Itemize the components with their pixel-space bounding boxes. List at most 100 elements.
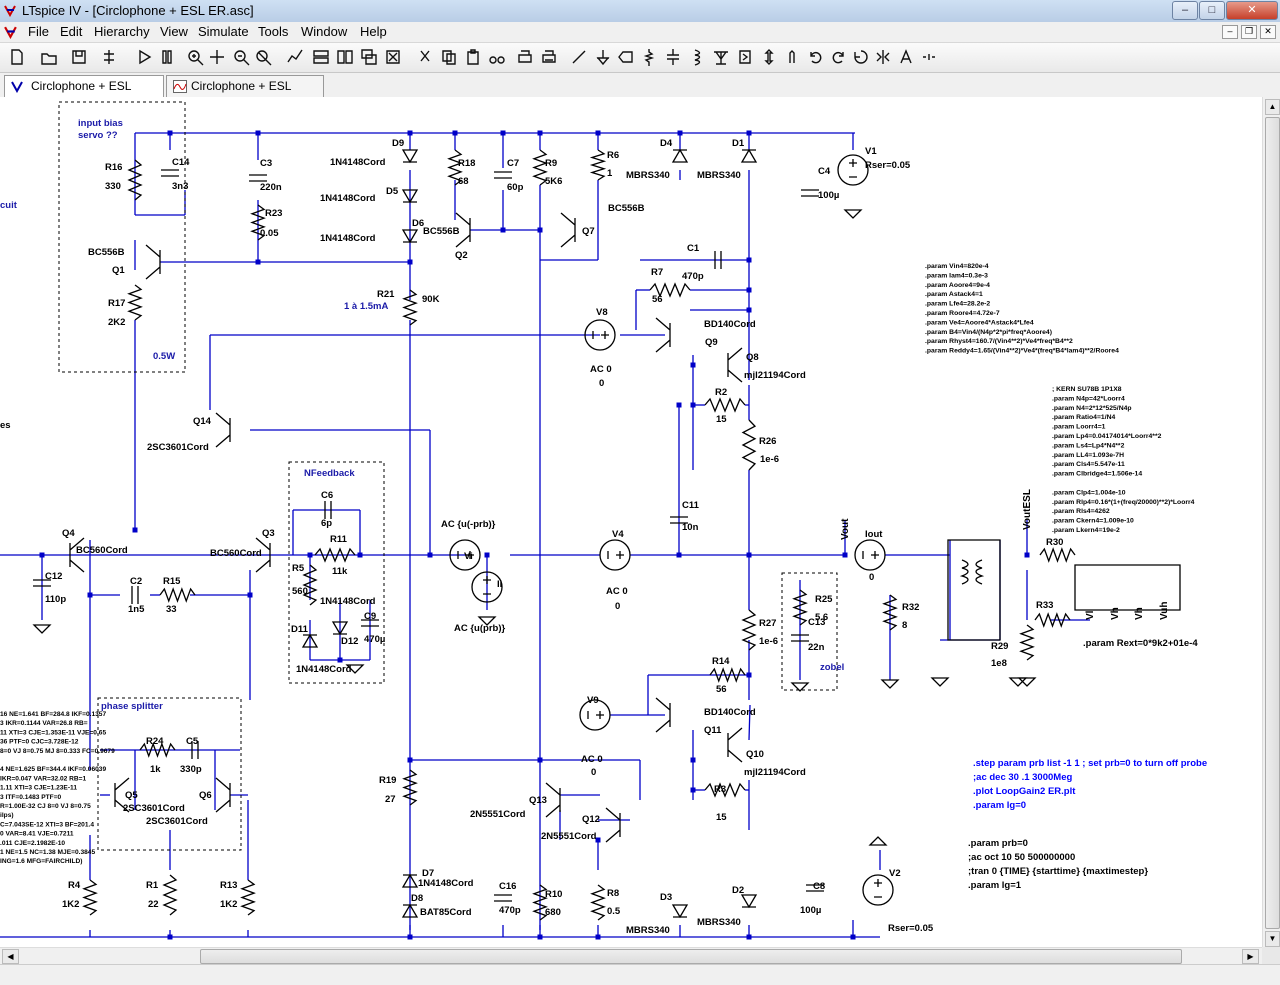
zoom-in-icon[interactable]	[186, 48, 204, 66]
horizontal-scrollbar[interactable]: ◀ ▶	[0, 947, 1262, 965]
schematic-label: R1	[146, 880, 159, 891]
schematic-label: R2	[715, 387, 727, 398]
paste-icon[interactable]	[464, 48, 482, 66]
scroll-right-arrow-icon[interactable]: ▶	[1242, 949, 1259, 964]
mdi-restore-button[interactable]: ❐	[1241, 25, 1257, 39]
diode-icon[interactable]	[712, 48, 730, 66]
rotate-icon[interactable]	[852, 48, 870, 66]
menu-edit[interactable]: Edit	[60, 24, 83, 39]
autorange-icon[interactable]	[286, 48, 304, 66]
schematic-label: 470p	[499, 905, 521, 916]
spice-directive-icon[interactable]	[920, 48, 938, 66]
ltspice-doc-icon[interactable]	[4, 25, 18, 39]
junction-dot	[537, 757, 543, 763]
tab-waveform[interactable]: Circlophone + ESL ER.raw	[166, 75, 324, 113]
junction-dot	[676, 402, 682, 408]
mdi-minimize-button[interactable]: –	[1222, 25, 1238, 39]
schematic-label: AC {u(prb)}	[454, 623, 505, 634]
new-schematic-icon[interactable]	[8, 48, 26, 66]
run-icon[interactable]	[136, 48, 154, 66]
inductor-icon[interactable]	[688, 48, 706, 66]
schematic-label: 22	[148, 899, 159, 910]
label-net-icon[interactable]	[616, 48, 634, 66]
schematic-label: R18	[458, 158, 475, 169]
vertical-scrollbar[interactable]: ▲ ▼	[1262, 97, 1280, 947]
mirror-icon[interactable]	[874, 48, 892, 66]
spice-param-line: .param Rlp4=0.16*(1+(freq/20000)**2)*Loo…	[1052, 499, 1195, 506]
schematic-label: 1	[607, 168, 613, 179]
voltage-source-V1	[837, 154, 869, 186]
print-icon[interactable]	[540, 48, 558, 66]
drag-icon[interactable]	[784, 48, 802, 66]
maximize-button[interactable]: □	[1199, 1, 1225, 20]
transistor-Q5	[114, 777, 130, 813]
scroll-up-arrow-icon[interactable]: ▲	[1265, 99, 1280, 115]
esl-load-box	[1074, 564, 1181, 611]
source-polarity	[587, 711, 604, 719]
junction-dot	[746, 307, 752, 313]
spice-param-line: .param LL4=1.093e-7H	[1052, 452, 1124, 459]
source-polarity	[862, 551, 879, 559]
vertical-scroll-thumb[interactable]	[1265, 117, 1280, 929]
schematic-label: AC {u(-prb)}	[441, 519, 496, 530]
menu-file[interactable]: File	[28, 24, 49, 39]
resistor-R13	[240, 879, 256, 916]
copy-icon[interactable]	[440, 48, 458, 66]
undo-icon[interactable]	[806, 48, 824, 66]
cut-icon[interactable]	[416, 48, 434, 66]
schematic-label: 60p	[507, 182, 524, 193]
mdi-close-button[interactable]: ✕	[1260, 25, 1276, 39]
horizontal-scroll-thumb[interactable]	[200, 949, 1182, 964]
menu-hierarchy[interactable]: Hierarchy	[94, 24, 150, 39]
tile-horizontal-icon[interactable]	[312, 48, 330, 66]
move-icon[interactable]	[760, 48, 778, 66]
junction-dot	[407, 259, 413, 265]
tab-schematic[interactable]: Circlophone + ESL ER.asc	[4, 75, 164, 113]
transformer-box	[947, 539, 1001, 641]
cascade-icon[interactable]	[360, 48, 378, 66]
schematic-label: R15	[163, 576, 181, 587]
halt-icon[interactable]	[158, 48, 176, 66]
open-icon[interactable]	[40, 48, 58, 66]
ground-icon[interactable]	[594, 48, 612, 66]
schematic-label: Q5	[125, 790, 138, 801]
close-window-icon[interactable]	[384, 48, 402, 66]
spice-directive-line: .param prb=0	[968, 838, 1028, 849]
zoom-fit-icon[interactable]	[254, 48, 272, 66]
menu-simulate[interactable]: Simulate	[198, 24, 249, 39]
menu-window[interactable]: Window	[301, 24, 348, 39]
close-button[interactable]: ✕	[1226, 1, 1278, 20]
menu-view[interactable]: View	[160, 24, 188, 39]
zoom-out-icon[interactable]	[232, 48, 250, 66]
control-panel-icon[interactable]	[100, 48, 118, 66]
find-icon[interactable]	[488, 48, 506, 66]
menu-tools[interactable]: Tools	[258, 24, 289, 39]
scroll-down-arrow-icon[interactable]: ▼	[1265, 931, 1280, 947]
resistor-icon[interactable]	[640, 48, 658, 66]
scroll-left-arrow-icon[interactable]: ◀	[2, 949, 19, 964]
junction-dot	[537, 934, 543, 940]
spice-param-line: .param Loorr4=1	[1052, 424, 1106, 431]
ground-symbol	[790, 682, 810, 692]
schematic-label: 560	[292, 586, 308, 597]
draw-wire-icon[interactable]	[570, 48, 588, 66]
spice-param-line: .param Astack4=1	[925, 291, 983, 298]
text-icon[interactable]	[898, 48, 916, 66]
minimize-button[interactable]: –	[1172, 1, 1198, 20]
print-preview-icon[interactable]	[516, 48, 534, 66]
redo-icon[interactable]	[830, 48, 848, 66]
pan-icon[interactable]	[208, 48, 226, 66]
transformer-windings	[959, 559, 985, 585]
menu-help[interactable]: Help	[360, 24, 387, 39]
phase-splitter-box	[97, 697, 242, 851]
schematic-label: D5	[386, 186, 399, 197]
capacitor-C14	[161, 169, 179, 177]
ground-symbol	[477, 616, 497, 626]
zobel-box	[781, 572, 838, 691]
capacitor-icon[interactable]	[664, 48, 682, 66]
save-icon[interactable]	[70, 48, 88, 66]
tile-vertical-icon[interactable]	[336, 48, 354, 66]
schematic-label: C2	[130, 576, 142, 587]
component-icon[interactable]	[736, 48, 754, 66]
